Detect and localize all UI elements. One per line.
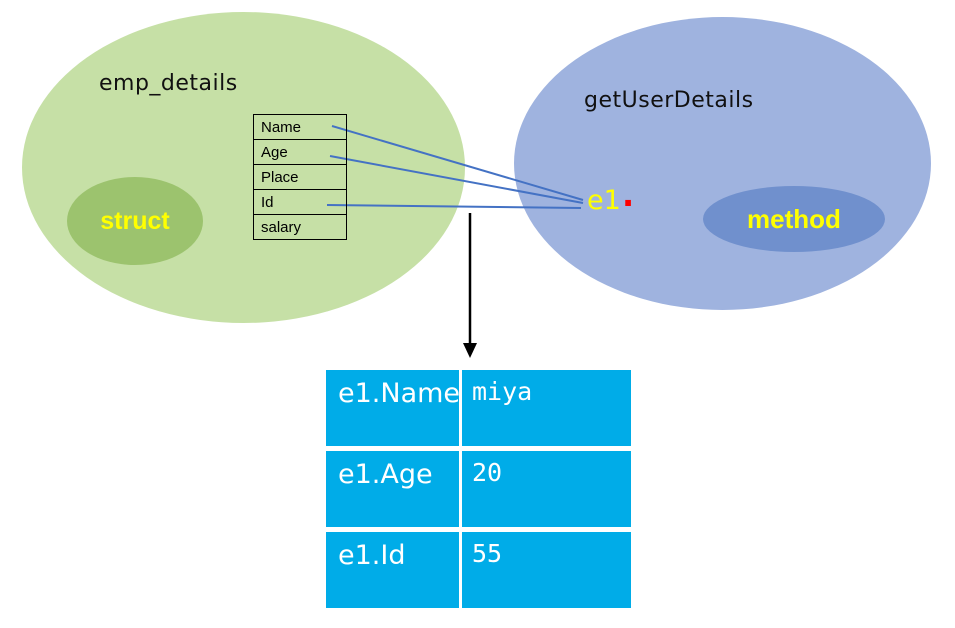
result-key-name: e1.Name xyxy=(326,370,459,446)
emp-details-title: emp_details xyxy=(99,71,238,96)
result-key-age: e1.Age xyxy=(326,451,459,527)
field-salary: salary xyxy=(253,214,347,240)
field-row-name: Name xyxy=(253,114,347,140)
field-row-age: Age xyxy=(253,139,347,165)
e1-instance-label: e1 xyxy=(587,185,621,216)
get-user-details-ellipse xyxy=(514,17,931,310)
struct-fields-table: Name Age Place Id salary xyxy=(253,114,347,240)
field-id: Id xyxy=(253,189,347,215)
field-row-place: Place xyxy=(253,164,347,190)
method-label: method xyxy=(747,203,841,234)
struct-ellipse: struct xyxy=(67,177,203,265)
get-user-details-title: getUserDetails xyxy=(584,88,754,113)
field-row-salary: salary xyxy=(253,214,347,240)
result-key-id: e1.Id xyxy=(326,532,459,608)
result-value-age: 20 xyxy=(462,451,631,527)
result-value-name: miya xyxy=(462,370,631,446)
field-name: Name xyxy=(253,114,347,140)
field-place: Place xyxy=(253,164,347,190)
method-ellipse: method xyxy=(703,186,885,252)
emp-details-ellipse xyxy=(22,12,465,323)
struct-label: struct xyxy=(100,206,170,235)
red-dot: . xyxy=(622,176,635,214)
field-row-id: Id xyxy=(253,189,347,215)
field-age: Age xyxy=(253,139,347,165)
result-table: e1.Name miya e1.Age 20 e1.Id 55 xyxy=(326,370,631,608)
result-value-id: 55 xyxy=(462,532,631,608)
down-arrow-head xyxy=(463,343,477,358)
